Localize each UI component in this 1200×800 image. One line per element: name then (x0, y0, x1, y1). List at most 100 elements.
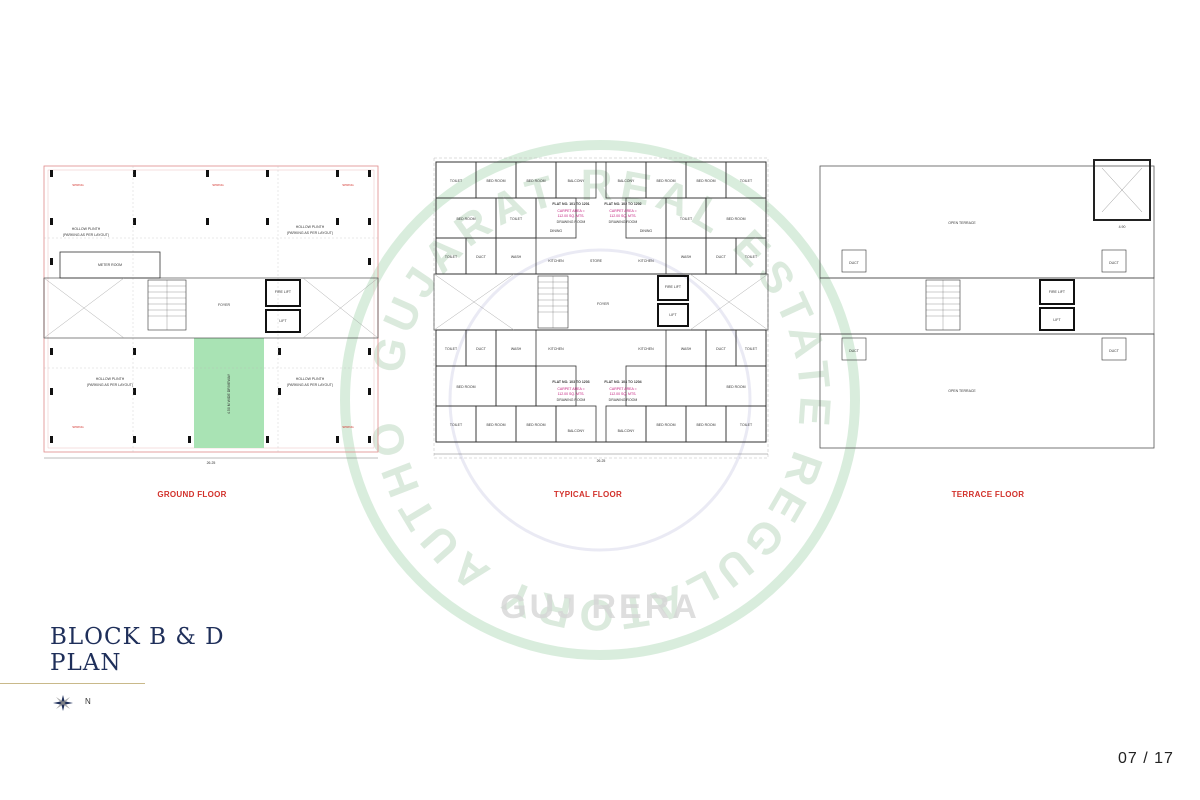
room-toilet: TOILET (745, 255, 758, 259)
terrace-floor-label: TERRACE FLOOR (951, 490, 1025, 499)
driveway-label: 4.50 M WIDE DRIVEWAY (227, 373, 231, 414)
room-toilet: TOILET (740, 423, 753, 427)
spring-label: SPRING (72, 183, 84, 187)
flat-a-label: FLAT NO. 101 TO 1201 (552, 202, 589, 206)
flat-c-carpet-value: 112.00 SQ. MTS. (558, 392, 585, 396)
room-duct: DUCT (716, 347, 727, 351)
room-duct: DUCT (476, 255, 487, 259)
spring-label: SPRING (342, 183, 354, 187)
terrace-floor-plan: OPEN TERRACE OPEN TERRACE DUCT DUCT DUCT… (812, 156, 1162, 456)
room-bed: BED ROOM (656, 423, 675, 427)
page-number: 07 / 17 (1118, 750, 1174, 767)
ground-width-dim: 26.25 (207, 461, 216, 465)
room-bed: BED ROOM (486, 423, 505, 427)
flat-a-carpet-value: 112.00 SQ. MTS. (558, 214, 585, 218)
flat-d-carpet: CARPET AREA = (609, 387, 636, 391)
flat-c-label: FLAT NO. 103 TO 1203 (552, 380, 589, 384)
parking-note-tr: (PARKING AS PER LAYOUT) (287, 231, 333, 235)
compass-icon (53, 695, 73, 711)
hollow-plinth-tl: HOLLOW PLINTH (72, 227, 101, 231)
typical-width-dim: 26.25 (597, 459, 606, 463)
flat-b-label: FLAT NO. 102 TO 1202 (604, 202, 641, 206)
flat-d-drawing: DRAWING ROOM (609, 398, 638, 402)
title-divider (0, 683, 145, 684)
room-dining: DINING (550, 229, 563, 233)
spring-label: SPRING (212, 183, 224, 187)
flat-b-drawing: DRAWING ROOM (609, 220, 638, 224)
room-bed: BED ROOM (456, 217, 475, 221)
room-bed: BED ROOM (526, 423, 545, 427)
meter-room-label: METER ROOM (98, 263, 122, 267)
terrace-dim: 4.90 (1119, 225, 1126, 229)
ground-fire-lift-label: FIRE LIFT (275, 290, 292, 294)
room-bed: BED ROOM (526, 179, 545, 183)
terrace-duct: DUCT (849, 349, 860, 353)
flat-d-carpet-value: 112.00 SQ. MTS. (610, 392, 637, 396)
room-kitchen: KITCHEN (638, 259, 654, 263)
room-wash: WASH (511, 255, 522, 259)
flat-b-carpet-value: 112.00 SQ. MTS. (610, 214, 637, 218)
ground-lift-label: LIFT (279, 319, 287, 323)
spring-label: SPRING (342, 425, 354, 429)
room-toilet: TOILET (445, 255, 458, 259)
ground-floor-label: GROUND FLOOR (157, 490, 227, 499)
spring-label: SPRING (72, 425, 84, 429)
room-toilet: TOILET (745, 347, 758, 351)
plan-title-line2: PLAN (50, 650, 122, 676)
room-bed: BED ROOM (726, 217, 745, 221)
north-label: N (85, 697, 91, 706)
room-toilet: TOILET (450, 423, 463, 427)
room-balcony: BALCONY (618, 179, 635, 183)
room-bed: BED ROOM (456, 385, 475, 389)
room-bed: BED ROOM (696, 179, 715, 183)
hollow-plinth-tr: HOLLOW PLINTH (296, 225, 325, 229)
room-kitchen: KITCHEN (548, 259, 564, 263)
room-store: STORE (590, 259, 603, 263)
typical-fire-lift-label: FIRE LIFT (665, 285, 682, 289)
room-toilet: TOILET (680, 217, 693, 221)
open-terrace-top: OPEN TERRACE (948, 221, 976, 225)
hollow-plinth-bl: HOLLOW PLINTH (96, 377, 125, 381)
room-toilet: TOILET (740, 179, 753, 183)
room-duct: DUCT (476, 347, 487, 351)
room-toilet: TOILET (510, 217, 523, 221)
ground-foyer-label: FOYER (218, 303, 231, 307)
parking-note-tl: (PARKING AS PER LAYOUT) (63, 233, 109, 237)
flat-c-drawing: DRAWING ROOM (557, 398, 586, 402)
flat-d-label: FLAT NO. 104 TO 1204 (604, 380, 641, 384)
parking-note-br: (PARKING AS PER LAYOUT) (287, 383, 333, 387)
typical-foyer-label: FOYER (597, 302, 610, 306)
room-bed: BED ROOM (486, 179, 505, 183)
room-balcony: BALCONY (618, 429, 635, 433)
flat-a-carpet: CARPET AREA = (557, 209, 584, 213)
flat-c-carpet: CARPET AREA = (557, 387, 584, 391)
open-terrace-bottom: OPEN TERRACE (948, 389, 976, 393)
plan-title: BLOCK B & D PLAN (50, 624, 225, 676)
room-wash: WASH (681, 255, 692, 259)
room-bed: BED ROOM (726, 385, 745, 389)
terrace-duct: DUCT (1109, 349, 1120, 353)
watermark-center-text: GUJ RERA (500, 588, 700, 626)
room-toilet: TOILET (450, 179, 463, 183)
terrace-duct: DUCT (849, 261, 860, 265)
room-balcony: BALCONY (568, 429, 585, 433)
typical-lift-label: LIFT (669, 313, 677, 317)
hollow-plinth-br: HOLLOW PLINTH (296, 377, 325, 381)
ground-floor-plan: HOLLOW PLINTH (PARKING AS PER LAYOUT) HO… (38, 158, 384, 466)
room-dining: DINING (640, 229, 653, 233)
room-balcony: BALCONY (568, 179, 585, 183)
room-toilet: TOILET (445, 347, 458, 351)
room-kitchen: KITCHEN (638, 347, 654, 351)
room-wash: WASH (511, 347, 522, 351)
room-wash: WASH (681, 347, 692, 351)
flat-b-carpet: CARPET AREA = (609, 209, 636, 213)
room-duct: DUCT (716, 255, 727, 259)
terrace-fire-lift: FIRE LIFT (1049, 290, 1066, 294)
room-kitchen: KITCHEN (548, 347, 564, 351)
room-bed: BED ROOM (656, 179, 675, 183)
typical-floor-plan: FLAT NO. 101 TO 1201 CARPET AREA = 112.0… (428, 150, 774, 470)
flat-a-drawing: DRAWING ROOM (557, 220, 586, 224)
terrace-lift: LIFT (1053, 318, 1061, 322)
room-bed: BED ROOM (696, 423, 715, 427)
terrace-duct: DUCT (1109, 261, 1120, 265)
